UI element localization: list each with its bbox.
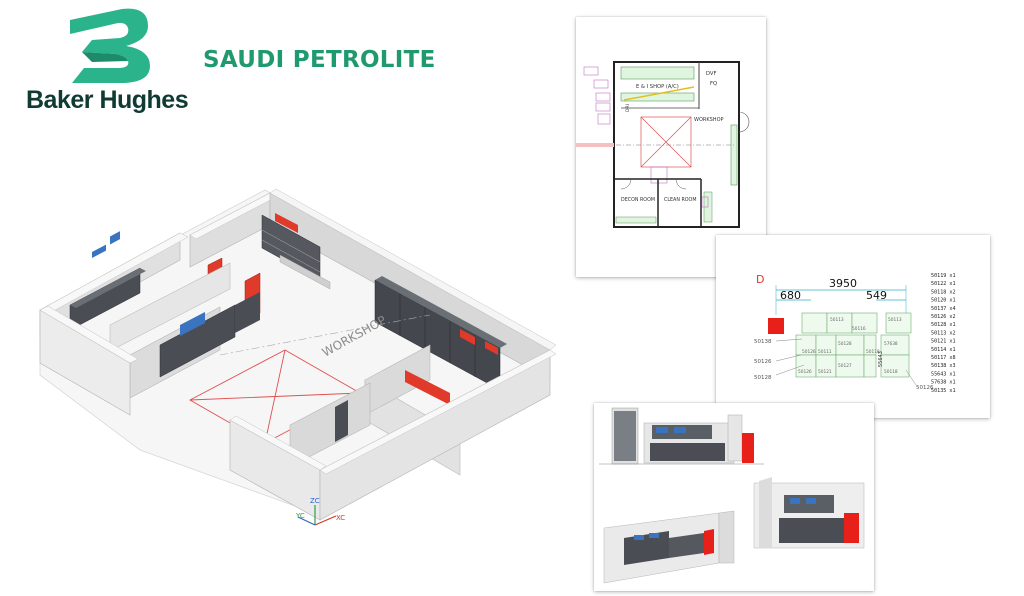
front-wall-left (39, 305, 139, 416)
svg-text:50116: 50116 (852, 326, 866, 332)
isometric-view-right (753, 477, 865, 549)
bom-item: 50119 x1 (931, 273, 956, 279)
plan-label-workshop: WORKSHOP (694, 117, 724, 123)
bom-item: 50113 x2 (931, 330, 956, 336)
elevation-item-tags: 50113 50113 50126 50111 50128 50118 5012… (798, 317, 902, 375)
plan-label-e-i-shop: E & I SHOP (A/C) (636, 84, 679, 90)
isometric-3d-model: WORKSHOP ZC YC XC (39, 188, 557, 526)
axis-z-label: ZC (310, 497, 320, 505)
svg-text:50113: 50113 (888, 317, 902, 323)
plan-label-dvf: DVF (706, 71, 716, 77)
callout-3: 50128 (754, 375, 772, 381)
bom-item: 50120 x1 (931, 298, 956, 304)
bom-item: 50121 x1 (931, 339, 956, 345)
elevation-side-label: 55643 (878, 351, 884, 367)
bom-item: 57638 x1 (931, 380, 956, 386)
bom-item: 50128 x1 (931, 322, 956, 328)
plan-label-clean-room: CLEAN ROOM (664, 197, 696, 203)
saudi-petrolite-logo: SAUDI PETROLITE (203, 47, 436, 73)
isometric-view-left (603, 510, 735, 584)
floor-plan-drawing: E & I SHOP (A/C) DVF FQ DRI WORKSHOP DEC… (576, 61, 750, 228)
bom-item: 50114 x1 (931, 347, 956, 353)
bom-item: 50135 x1 (931, 388, 956, 394)
svg-text:50127: 50127 (838, 363, 852, 369)
baker-hughes-wordmark: Baker Hughes (26, 86, 189, 114)
svg-text:50128: 50128 (838, 341, 852, 347)
axis-triad: ZC YC XC (295, 497, 345, 526)
svg-text:57638: 57638 (884, 341, 898, 347)
baker-hughes-mark-icon (70, 8, 150, 83)
views-drawing (599, 407, 865, 584)
elevation-marker: D (756, 273, 764, 286)
callout-1: 50138 (754, 339, 772, 345)
bom-item: 50122 x1 (931, 281, 956, 287)
center-partition (109, 262, 261, 399)
front-elevation-view (599, 407, 764, 465)
callout-2: 50126 (754, 359, 772, 365)
svg-text:50113: 50113 (830, 317, 844, 323)
back-wall-shelving (261, 213, 331, 290)
axis-x-label: XC (336, 514, 345, 522)
plan-label-fq: FQ (710, 81, 717, 87)
plan-label-decon-room: DECON ROOM (621, 197, 655, 203)
plan-side-tag: DRI (625, 104, 631, 112)
bom-item: 50126 x2 (931, 314, 956, 320)
svg-text:50118: 50118 (866, 349, 880, 355)
callout-4: 50126 (916, 385, 934, 391)
elevation-units (795, 312, 912, 378)
axis-y-label: YC (295, 512, 305, 520)
baker-hughes-logo: Baker Hughes (22, 6, 192, 114)
dimension-overall: 3950 (829, 277, 857, 290)
bill-of-materials: 50119 x1 50122 x1 50118 x2 50120 x1 50137 x4… (931, 273, 956, 394)
bom-item: 50118 x2 (931, 289, 956, 295)
bom-item: 50137 x4 (931, 306, 956, 312)
elevation-sheet: D 3950 680 549 50113 (716, 235, 990, 418)
svg-text:50126: 50126 (798, 369, 812, 375)
bom-item: 55643 x1 (931, 371, 956, 377)
views-sheet (594, 403, 874, 591)
bom-item: 50138 x3 (931, 363, 956, 369)
dimension-left: 680 (780, 289, 801, 302)
elevation-drawing: D 3950 680 549 50113 (754, 273, 956, 394)
front-wall-right (229, 349, 557, 521)
svg-text:50111: 50111 (818, 349, 832, 355)
dimension-right: 549 (866, 289, 887, 302)
floor-plan-sheet: E & I SHOP (A/C) DVF FQ DRI WORKSHOP DEC… (576, 17, 766, 277)
svg-text:50121: 50121 (818, 369, 832, 375)
crane-rail-line (219, 314, 431, 356)
bom-item: 50117 x8 (931, 355, 956, 361)
svg-text:50126: 50126 (802, 349, 816, 355)
svg-text:50118: 50118 (884, 369, 898, 375)
